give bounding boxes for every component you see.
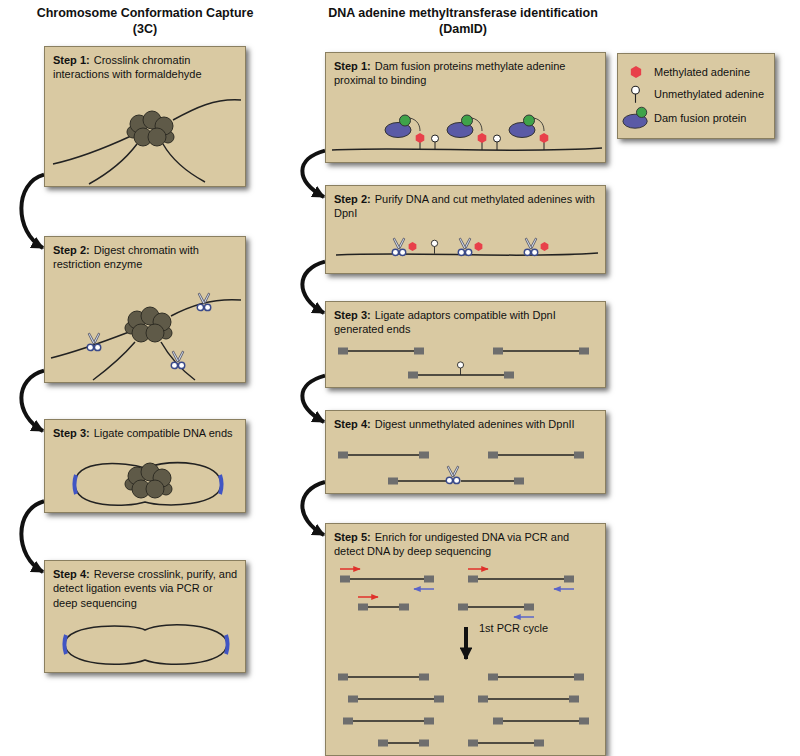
step-arrow (21, 371, 44, 431)
step-number: Step 2: (334, 193, 371, 205)
step-arrow (21, 175, 44, 248)
step-text: Step 3:Ligate adaptors compatible with D… (326, 302, 605, 339)
step-text: Step 2:Digest chromatin with restriction… (45, 237, 245, 274)
step-box: Step 1:Dam fusion proteins methylate ade… (325, 52, 606, 163)
adaptor-illustration (326, 341, 607, 387)
methyl-symbol (622, 62, 650, 82)
step-box: Step 2:Purify DNA and cut methylated ade… (325, 185, 606, 274)
step-description: Digest unmethylated adenines with DpnII (375, 418, 575, 430)
step-number: Step 3: (334, 309, 371, 321)
step-text: Step 1:Dam fusion proteins methylate ade… (326, 53, 605, 90)
step-arrow (302, 262, 325, 313)
digest-illustration (45, 276, 247, 382)
loop-illustration (45, 614, 247, 672)
step-arrow (21, 501, 44, 572)
step-label: 1st PCR cycle (479, 622, 589, 636)
step-arrow (302, 376, 325, 422)
step-box: Step 3: Ligate compatible DNA ends (44, 419, 246, 513)
pcr-illustration (326, 563, 607, 755)
legend-row: Dam fusion protein (622, 106, 770, 130)
step-box: Step 4: Digest unmethylated adenines with… (325, 410, 606, 494)
step-text: Step 4: Digest unmethylated adenines with… (326, 411, 605, 433)
step-box: Step 2:Digest chromatin with restriction… (44, 236, 246, 383)
step-box: Step 1:Crosslink chromatin interactions … (44, 46, 246, 187)
step-text: Step 1:Crosslink chromatin interactions … (45, 47, 245, 84)
step-number: Step 4: (53, 568, 90, 580)
step-description: Purify DNA and cut methylated adenines w… (334, 193, 595, 219)
dpni-cut-illustration (326, 225, 607, 273)
legend-row: Methylated adenine (622, 62, 770, 82)
step-number: Step 2: (53, 244, 90, 256)
methylation-illustration (326, 92, 607, 162)
legend-text: Unmethylated adenine (654, 88, 764, 100)
step-text: Step 4:Reverse crosslink, purify, and de… (45, 561, 245, 612)
step-number: Step 4: (334, 418, 371, 430)
legend-box: Methylated adenineUnmethylated adenineDa… (617, 53, 775, 139)
step-number: Step 5: (334, 531, 371, 543)
legend-row: Unmethylated adenine (622, 84, 770, 104)
step-text: Step 2:Purify DNA and cut methylated ade… (326, 186, 605, 223)
legend-text: Methylated adenine (654, 66, 750, 78)
step-text: Step 5:Enrich for undigested DNA via PCR… (326, 524, 605, 561)
column-heading: Chromosome Conformation Capture (3C) (28, 6, 262, 37)
ligation-illustration (45, 444, 247, 512)
step-arrow (302, 151, 325, 197)
step-number: Step 1: (334, 60, 371, 72)
step-arrow (302, 482, 325, 535)
step-box: Step 5:Enrich for undigested DNA via PCR… (325, 523, 606, 756)
step-box: Step 3:Ligate adaptors compatible with D… (325, 301, 606, 388)
protein-symbol (622, 106, 650, 130)
column-heading: DNA adenine methyltransferase identifica… (305, 6, 621, 37)
step-box: Step 4:Reverse crosslink, purify, and de… (44, 560, 246, 673)
step-number: Step 3: (53, 427, 90, 439)
step-description: Ligate compatible DNA ends (94, 427, 233, 439)
legend-text: Dam fusion protein (654, 112, 746, 124)
chromatin-illustration (45, 86, 247, 186)
step-number: Step 1: (53, 54, 90, 66)
unmethyl-symbol (622, 84, 650, 104)
dpnii-digest-illustration (326, 445, 607, 493)
step-text: Step 3: Ligate compatible DNA ends (45, 420, 245, 442)
